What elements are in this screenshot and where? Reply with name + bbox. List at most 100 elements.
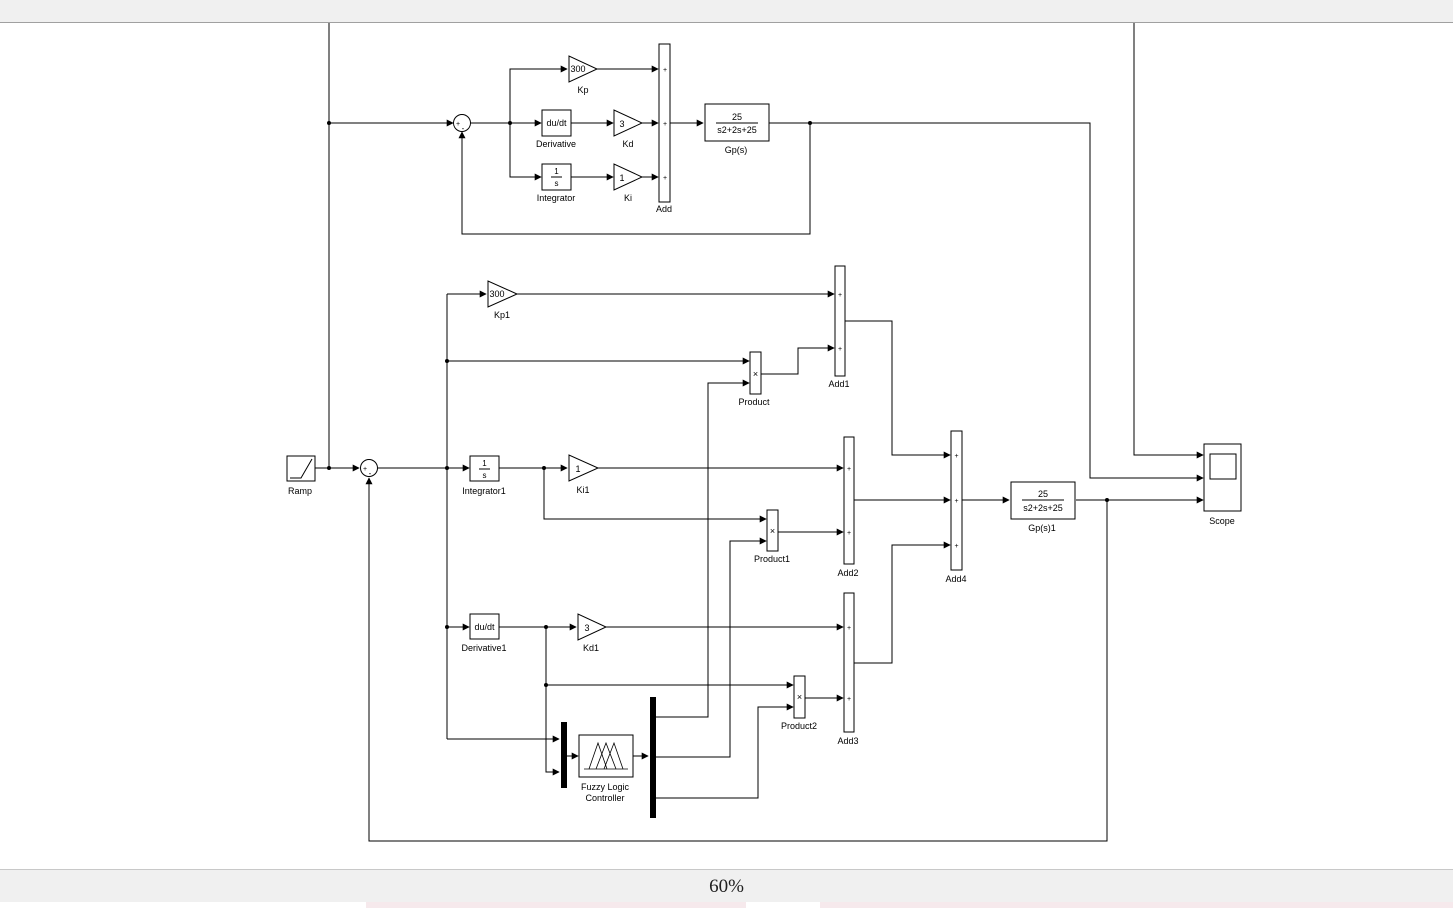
product1-block[interactable]: × Product1 <box>754 509 790 564</box>
ki1-gain-block[interactable]: 1 Ki1 <box>568 454 600 495</box>
add-label: Add <box>656 204 672 214</box>
add3-label: Add3 <box>837 736 858 746</box>
kd-label: Kd <box>622 139 633 149</box>
kp1-gain-block[interactable]: 300 Kp1 <box>487 280 519 320</box>
derivative1-label: Derivative1 <box>461 643 506 653</box>
gp1-label: Gp(s)1 <box>1028 523 1056 533</box>
kp-gain-block[interactable]: 300 Kp <box>568 55 599 95</box>
derivative1-block[interactable]: du/dt Derivative1 <box>461 613 507 653</box>
wire-to-product2-2 <box>652 703 794 799</box>
svg-text:1: 1 <box>482 459 487 468</box>
svg-text:+: + <box>847 466 851 473</box>
ramp-block[interactable]: Ramp <box>286 455 316 496</box>
svg-text:s2+2s+25: s2+2s+25 <box>717 125 757 135</box>
scope-label: Scope <box>1209 516 1235 526</box>
add-block-top[interactable]: + + + Add <box>656 43 672 214</box>
ki-label: Ki <box>624 193 632 203</box>
ramp-label: Ramp <box>288 486 312 496</box>
fuzzy-logic-controller-block[interactable]: Fuzzy Logic Controller <box>578 734 634 803</box>
kd1-gain-block[interactable]: 3 Kd1 <box>577 613 608 653</box>
gp-label: Gp(s) <box>725 145 748 155</box>
wire-feedback-top <box>458 123 811 235</box>
integrator-block[interactable]: 1 s Integrator <box>537 163 576 203</box>
sum-block-bottom[interactable]: + - <box>360 459 378 479</box>
svg-text:+: + <box>363 466 367 473</box>
add1-label: Add1 <box>828 379 849 389</box>
kd-gain-block[interactable]: 3 Kd <box>613 109 644 149</box>
zoom-level[interactable]: 60% <box>709 876 744 897</box>
kd1-label: Kd1 <box>583 643 599 653</box>
model-canvas[interactable]: Ramp + - 300 Kp du/dt Derivative 3 Kd 1 … <box>0 23 1453 869</box>
scope-block[interactable]: Scope <box>1203 443 1242 526</box>
svg-text:s: s <box>483 471 487 480</box>
svg-text:s: s <box>555 179 559 188</box>
wire-to-integrator <box>509 123 542 181</box>
gp-transfer-function-block[interactable]: 25 s2+2s+25 Gp(s) <box>704 103 770 155</box>
product1-label: Product1 <box>754 554 790 564</box>
wire-to-product1-2 <box>652 537 767 758</box>
top-toolbar-strip <box>0 0 1453 23</box>
product2-label: Product2 <box>781 721 817 731</box>
flc-label-line2: Controller <box>585 793 624 803</box>
svg-text:-: - <box>462 124 465 133</box>
svg-text:1: 1 <box>619 173 624 183</box>
status-bar: 60% <box>0 869 1453 903</box>
svg-text:×: × <box>753 369 758 379</box>
derivative-block[interactable]: du/dt Derivative <box>536 109 576 149</box>
kp-value: 300 <box>570 64 585 74</box>
add3-block[interactable]: + + Add3 <box>837 592 859 746</box>
svg-text:300: 300 <box>489 289 504 299</box>
branch-points <box>327 121 1109 687</box>
svg-text:1: 1 <box>575 464 580 474</box>
demux-block[interactable] <box>650 697 656 818</box>
svg-text:+: + <box>663 121 667 128</box>
svg-text:3: 3 <box>584 623 589 633</box>
svg-text:×: × <box>797 692 802 702</box>
wire-product-out <box>761 344 835 375</box>
add1-block[interactable]: + + Add1 <box>828 265 850 389</box>
wire-feedback-bottom <box>365 477 1108 842</box>
gp1-transfer-function-block[interactable]: 25 s2+2s+25 Gp(s)1 <box>1010 481 1076 533</box>
svg-text:+: + <box>663 67 667 74</box>
product-block[interactable]: × Product <box>738 351 770 407</box>
svg-text:+: + <box>847 696 851 703</box>
wire-to-scope-1 <box>1133 23 1204 459</box>
membership-functions-icon <box>584 741 628 770</box>
svg-text:+: + <box>456 121 460 128</box>
svg-text:du/dt: du/dt <box>546 118 567 128</box>
svg-text:du/dt: du/dt <box>474 622 495 632</box>
svg-text:-: - <box>369 469 372 478</box>
svg-text:25: 25 <box>732 112 742 122</box>
wire-add3-out <box>854 541 951 664</box>
mux-block[interactable] <box>561 722 567 788</box>
svg-text:+: + <box>954 543 958 550</box>
wire-to-product1-1 <box>543 468 767 523</box>
integrator-label: Integrator <box>537 193 576 203</box>
add4-block[interactable]: + + + Add4 <box>945 430 967 584</box>
derivative-label: Derivative <box>536 139 576 149</box>
wire-gp-out <box>769 122 1204 482</box>
block-diagram[interactable]: Ramp + - 300 Kp du/dt Derivative 3 Kd 1 … <box>0 23 1453 869</box>
svg-text:+: + <box>838 292 842 299</box>
svg-text:+: + <box>954 453 958 460</box>
add2-block[interactable]: + + Add2 <box>837 436 859 578</box>
wire-to-product-2 <box>652 379 750 718</box>
flc-label-line1: Fuzzy Logic <box>581 782 630 792</box>
integrator1-label: Integrator1 <box>462 486 506 496</box>
sum-block-top[interactable]: + - <box>453 114 471 134</box>
signal-lines <box>315 23 1204 842</box>
wire-add1-out <box>845 320 951 459</box>
add4-label: Add4 <box>945 574 966 584</box>
svg-text:+: + <box>838 346 842 353</box>
svg-text:+: + <box>847 530 851 537</box>
wire-to-kp <box>509 65 568 123</box>
svg-text:3: 3 <box>619 119 624 129</box>
kp-label: Kp <box>577 85 588 95</box>
product-label: Product <box>738 397 770 407</box>
ki-gain-block[interactable]: 1 Ki <box>613 163 644 203</box>
integrator1-block[interactable]: 1 s Integrator1 <box>462 455 506 496</box>
add2-label: Add2 <box>837 568 858 578</box>
kp1-label: Kp1 <box>494 310 510 320</box>
ki1-label: Ki1 <box>576 485 589 495</box>
product2-block[interactable]: × Product2 <box>781 675 817 731</box>
